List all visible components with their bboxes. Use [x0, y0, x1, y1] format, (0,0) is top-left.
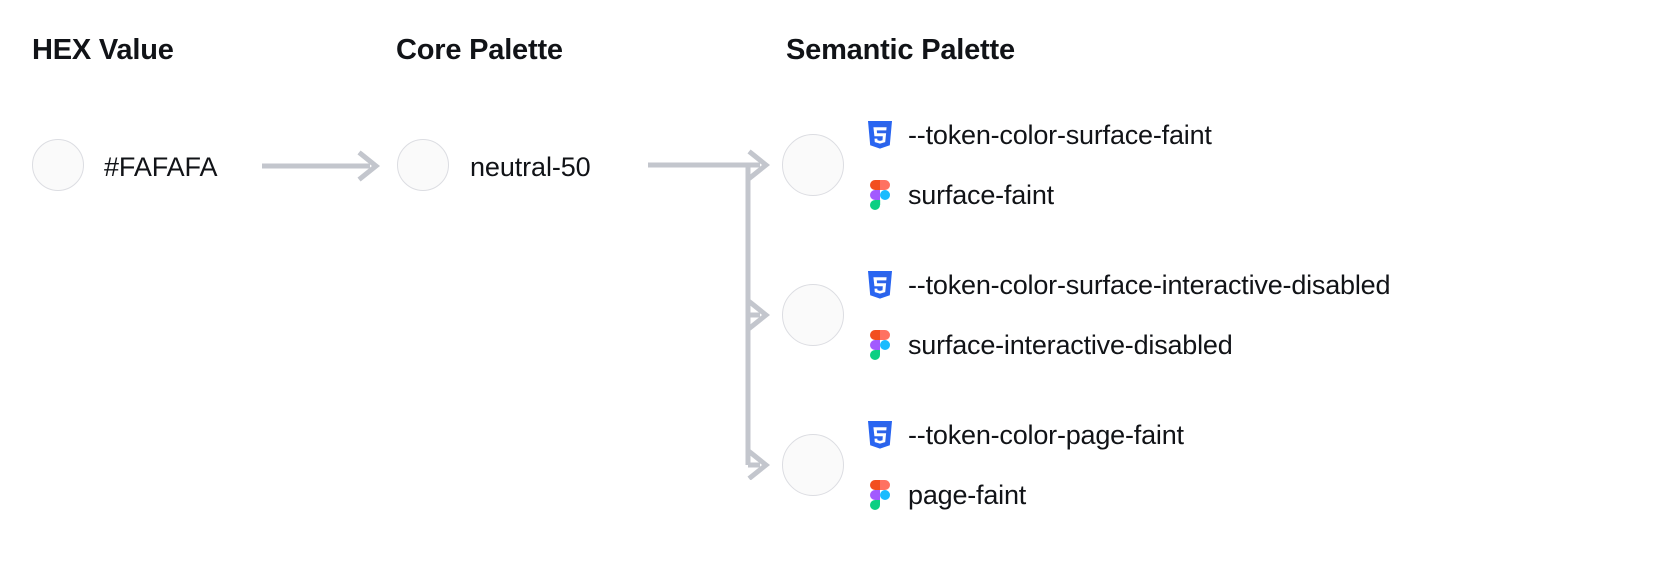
css-token-label: --token-color-page-faint — [908, 419, 1184, 450]
figma-icon — [866, 330, 894, 360]
figma-token-label: surface-faint — [908, 179, 1054, 210]
arrow-hex-to-core-icon — [262, 150, 381, 182]
column-heading-core-palette: Core Palette — [396, 34, 563, 66]
figma-icon — [866, 180, 894, 210]
css-token-line: --token-color-surface-interactive-disabl… — [866, 262, 1390, 308]
figma-token-label: surface-interactive-disabled — [908, 329, 1233, 360]
hex-value-swatch — [32, 139, 84, 191]
figma-token-line: surface-interactive-disabled — [866, 322, 1390, 368]
column-heading-semantic-palette: Semantic Palette — [786, 34, 1015, 66]
css3-icon — [866, 120, 894, 150]
css3-icon — [866, 270, 894, 300]
branch-arrow-core-to-semantic-icon — [648, 149, 771, 480]
semantic-row: --token-color-surface-faint surface-fain… — [866, 112, 1212, 218]
core-palette-label: neutral-50 — [470, 152, 591, 182]
figma-token-label: page-faint — [908, 479, 1027, 510]
figma-icon — [866, 480, 894, 510]
semantic-row: --token-color-surface-interactive-disabl… — [866, 262, 1390, 368]
semantic-swatch-surface-faint — [782, 134, 844, 196]
figma-token-line: surface-faint — [866, 172, 1212, 218]
figma-token-line: page-faint — [866, 472, 1184, 518]
core-palette-swatch — [397, 139, 449, 191]
semantic-swatch-surface-interactive-disabled — [782, 284, 844, 346]
css-token-line: --token-color-surface-faint — [866, 112, 1212, 158]
css-token-label: --token-color-surface-interactive-disabl… — [908, 269, 1391, 300]
hex-value-label: #FAFAFA — [104, 152, 218, 182]
column-heading-hex-value: HEX Value — [32, 34, 174, 66]
css3-icon — [866, 420, 894, 450]
css-token-label: --token-color-surface-faint — [908, 119, 1212, 150]
semantic-row: --token-color-page-faint page-faint — [866, 412, 1184, 518]
semantic-swatch-page-faint — [782, 434, 844, 496]
css-token-line: --token-color-page-faint — [866, 412, 1184, 458]
